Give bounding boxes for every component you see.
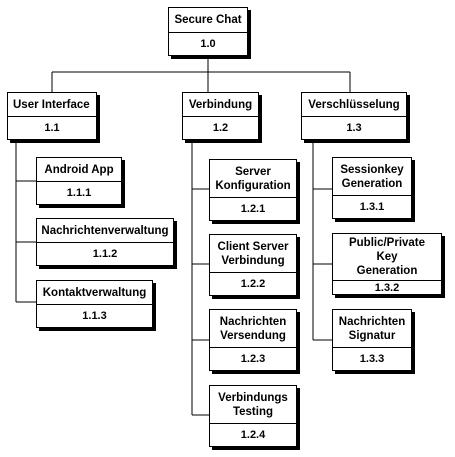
leaf-node-sessionkey-generation: Sessionkey Generation 1.3.1	[332, 157, 412, 219]
leaf-node-client-server-verbindung: Client Server Verbindung 1.2.2	[209, 234, 297, 296]
node-code: 1.0	[169, 32, 247, 55]
leaf-node-verbindungs-testing: Verbindungs Testing 1.2.4	[209, 385, 297, 447]
branch-node-verschluesselung: Verschlüsselung 1.3	[301, 92, 407, 140]
node-title: User Interface	[13, 98, 90, 111]
node-title: Nachrichten Versendung	[219, 315, 287, 342]
leaf-node-nachrichten-signatur: Nachrichten Signatur 1.3.3	[332, 309, 412, 371]
node-code: 1.3.1	[333, 195, 411, 218]
node-title: Secure Chat	[174, 14, 242, 26]
node-title: Android App	[44, 163, 114, 176]
node-code: 1.1.3	[37, 304, 152, 327]
root-node: Secure Chat 1.0	[168, 7, 248, 56]
leaf-node-nachrichtenverwaltung: Nachrichtenverwaltung 1.1.2	[36, 218, 174, 266]
node-code: 1.2.2	[210, 272, 296, 295]
node-code: 1.1.1	[37, 181, 121, 204]
node-title: Kontaktverwaltung	[42, 286, 147, 299]
node-title: Client Server Verbindung	[217, 240, 289, 267]
branch-node-verbindung: Verbindung 1.2	[182, 92, 259, 140]
node-code: 1.2.4	[210, 423, 296, 446]
node-code: 1.2.3	[210, 347, 296, 370]
node-code: 1.3.3	[333, 347, 411, 370]
node-title: Nachrichtenverwaltung	[41, 224, 169, 237]
leaf-node-public-private-key-generation: Public/Private Key Generation 1.3.2	[332, 233, 442, 295]
node-title: Sessionkey Generation	[340, 163, 404, 190]
node-title: Nachrichten Signatur	[338, 315, 406, 342]
node-code: 1.2.1	[210, 197, 296, 220]
leaf-node-kontaktverwaltung: Kontaktverwaltung 1.1.3	[36, 280, 153, 328]
node-code: 1.2	[183, 116, 258, 139]
node-title: Public/Private Key Generation	[348, 237, 426, 277]
node-code: 1.3.2	[333, 280, 441, 294]
node-title: Verschlüsselung	[308, 98, 400, 111]
node-title: Verbindung	[188, 98, 253, 111]
leaf-node-android-app: Android App 1.1.1	[36, 157, 122, 205]
node-code: 1.1	[8, 116, 96, 139]
node-code: 1.1.2	[37, 242, 173, 265]
leaf-node-server-konfiguration: Server Konfiguration 1.2.1	[209, 159, 297, 221]
node-title: Verbindungs Testing	[218, 391, 288, 418]
leaf-node-nachrichten-versendung: Nachrichten Versendung 1.2.3	[209, 309, 297, 371]
node-code: 1.3	[302, 116, 406, 139]
branch-node-user-interface: User Interface 1.1	[7, 92, 97, 140]
node-title: Server Konfiguration	[215, 165, 291, 192]
